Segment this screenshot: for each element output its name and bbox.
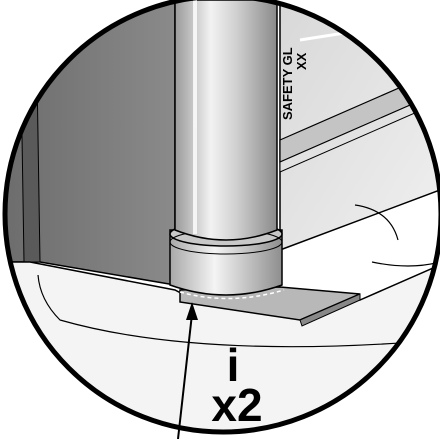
callout-arrow-head bbox=[186, 302, 198, 320]
strap-curve-upper bbox=[354, 204, 399, 241]
callout-arrow-line bbox=[177, 313, 193, 439]
cabinet-edge bbox=[19, 9, 41, 263]
floor-edge-line bbox=[37, 274, 440, 348]
callout-symbol: i bbox=[226, 339, 240, 391]
glass-label-line2: XX bbox=[294, 52, 309, 70]
hidden-contour bbox=[179, 289, 285, 300]
vertical-post bbox=[174, 0, 278, 241]
glass-frame-rail bbox=[279, 69, 440, 163]
glass-frame-lip bbox=[279, 91, 440, 173]
foot-plate-edge bbox=[299, 293, 361, 327]
glass-label: SAFETY GL XX bbox=[280, 47, 309, 120]
glass-label-line1: SAFETY GL bbox=[280, 47, 295, 120]
post-collar bbox=[169, 229, 283, 296]
callout-quantity: x2 bbox=[211, 379, 263, 431]
